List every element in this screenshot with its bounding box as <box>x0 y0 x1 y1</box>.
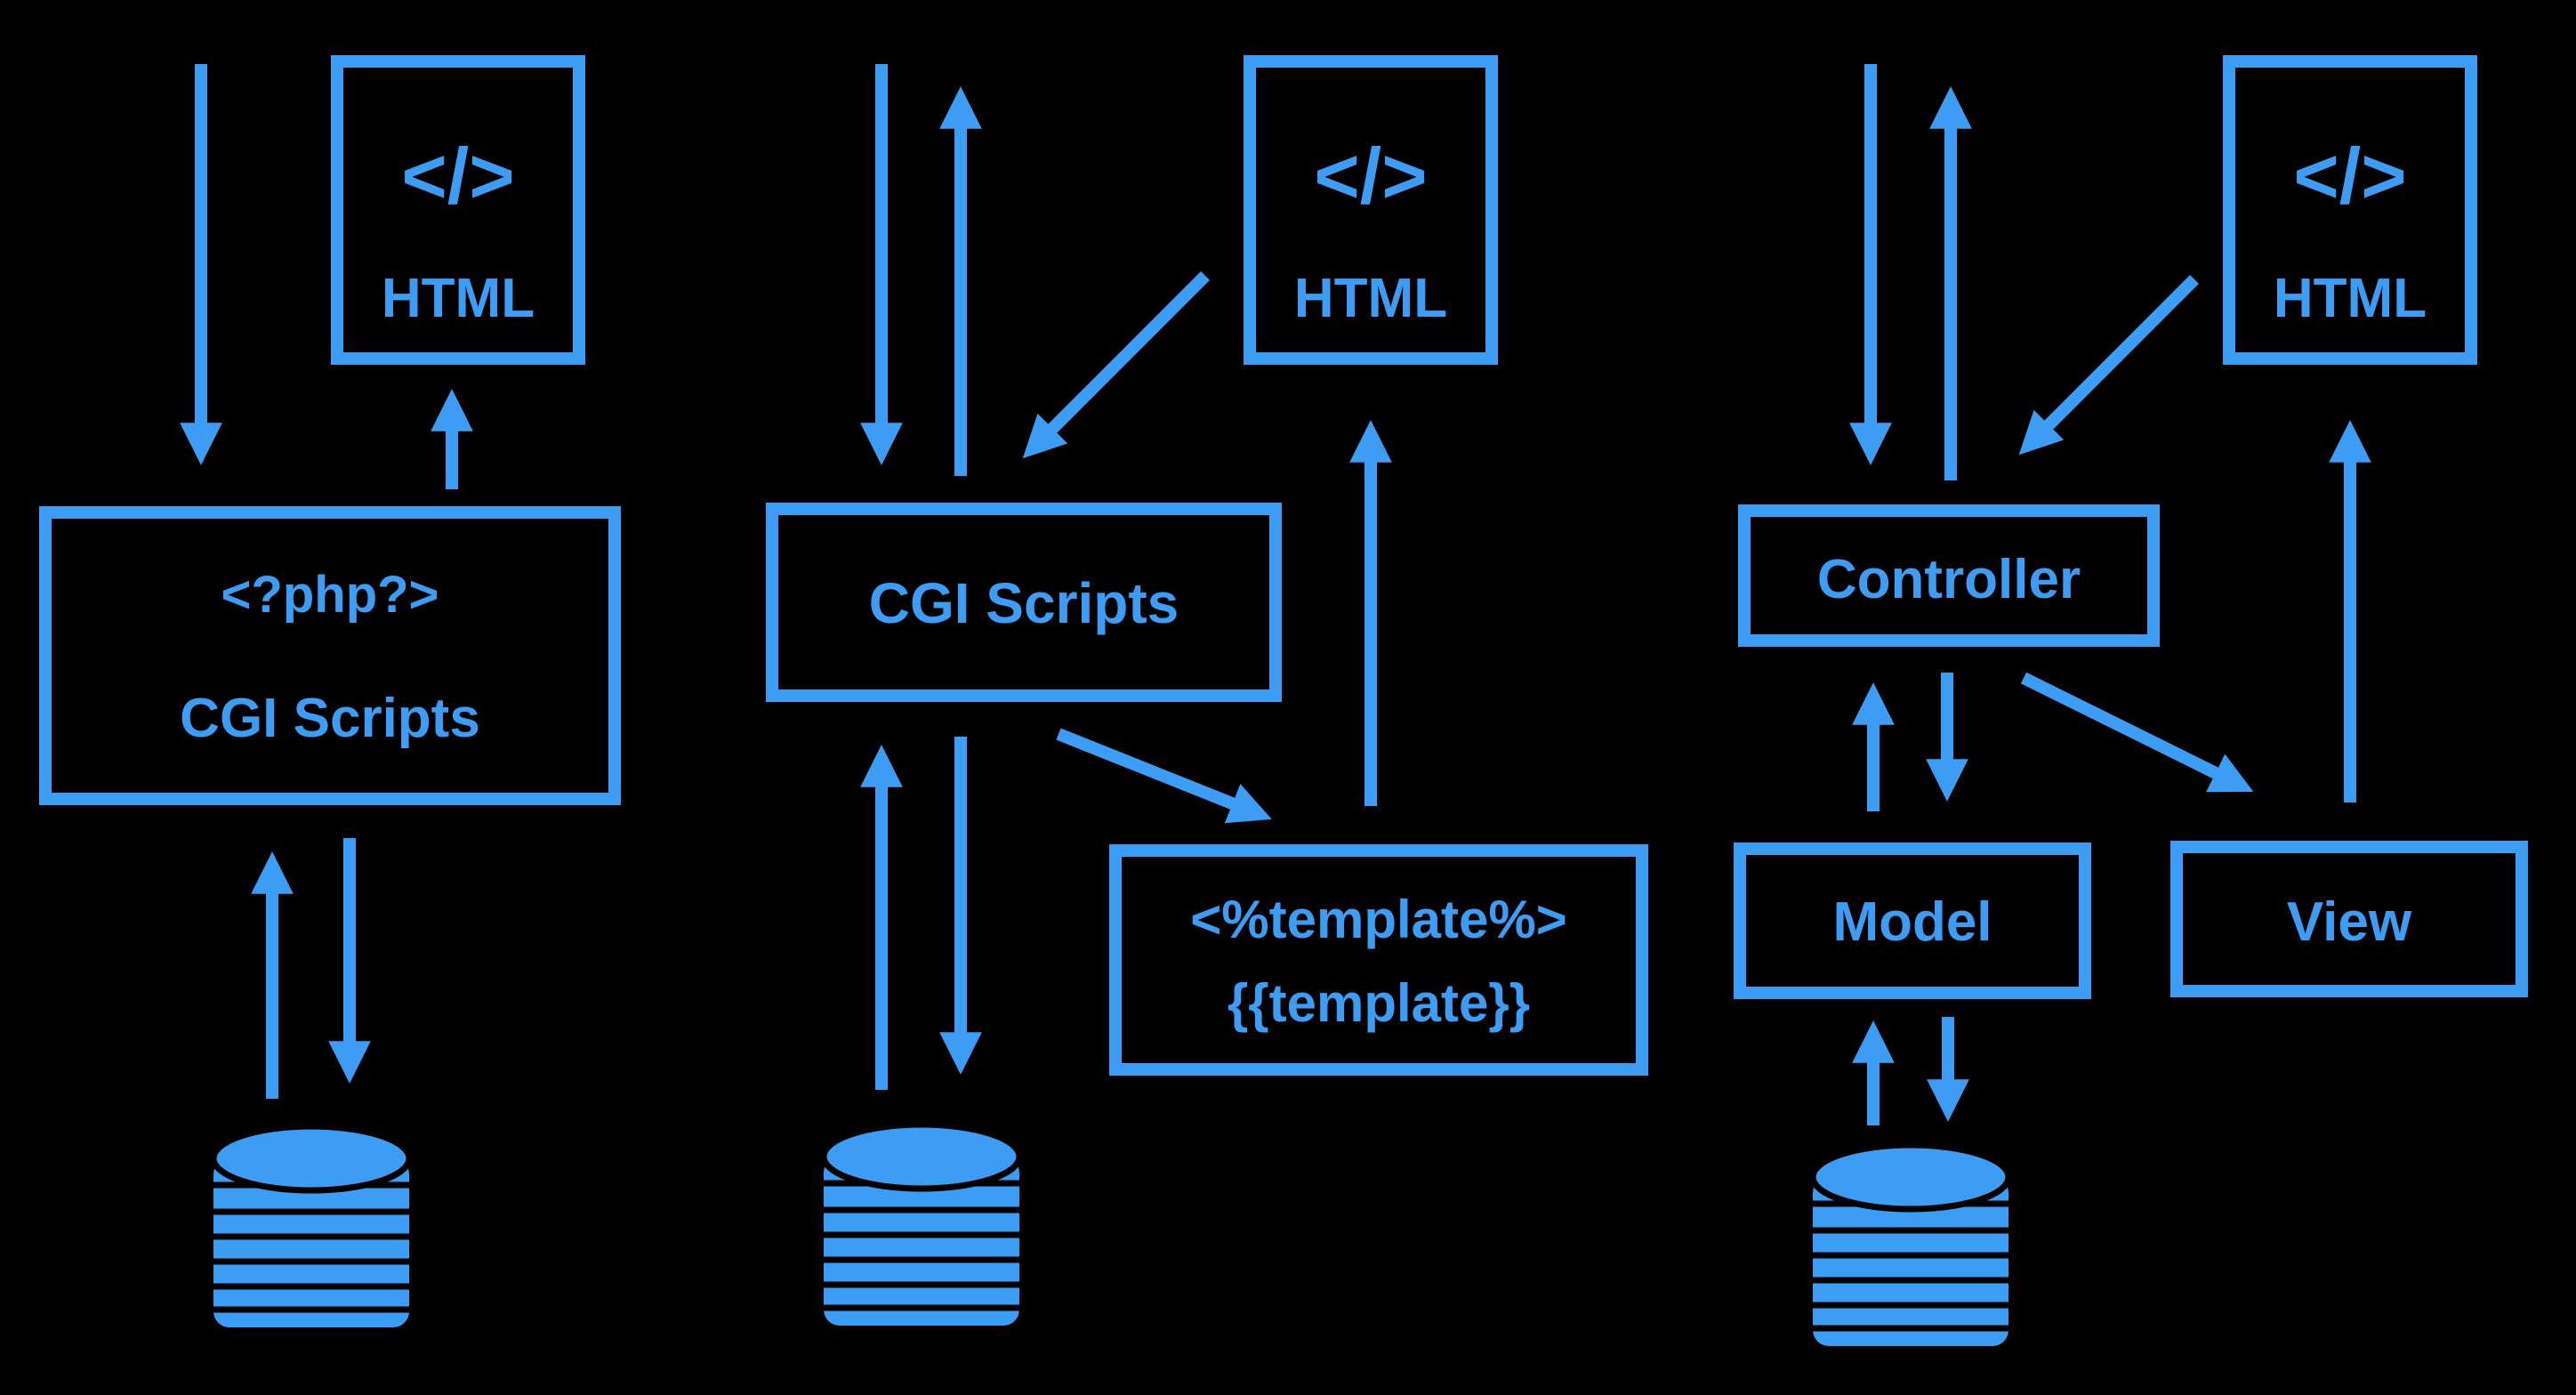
cgi-scripts-label: CGI Scripts <box>180 688 480 749</box>
template-erb-label: <%template%> <box>1190 890 1567 949</box>
template-box <box>1109 844 1648 1076</box>
database-icon <box>1813 1145 2008 1346</box>
html-to-cgi-arrow <box>1022 271 1210 459</box>
html-code-icon: </> <box>401 132 514 220</box>
html-code-icon: </> <box>1314 132 1427 220</box>
panel-php <box>39 55 621 1099</box>
database-icon <box>213 1126 409 1327</box>
html-to-controller-arrow <box>2018 275 2199 456</box>
model-box <box>1734 843 2091 999</box>
php-tag-label: <?php?> <box>221 566 439 624</box>
view-label: View <box>2287 891 2412 953</box>
cgi-script-box <box>39 506 621 805</box>
view-box <box>2170 841 2528 997</box>
controller-label: Controller <box>1817 549 2081 610</box>
html-code-icon: </> <box>2293 132 2406 220</box>
panel-template <box>766 55 1648 1090</box>
database-icon <box>824 1125 1019 1326</box>
cgi-scripts-label: CGI Scripts <box>869 571 1179 635</box>
html-file-box <box>2223 55 2477 365</box>
html-label: HTML <box>382 268 535 329</box>
template-mustache-label: {{template}} <box>1228 973 1530 1033</box>
controller-box <box>1738 504 2160 647</box>
html-file-box <box>1244 55 1498 365</box>
html-label: HTML <box>1294 268 1447 329</box>
cgi-script-box <box>766 503 1282 702</box>
html-label: HTML <box>2274 268 2427 329</box>
cgi-to-template-arrow <box>1056 728 1272 824</box>
html-file-box <box>331 55 585 365</box>
controller-to-view-arrow <box>2020 672 2254 793</box>
panel-mvc <box>1734 55 2528 1125</box>
model-label: Model <box>1832 891 1992 953</box>
